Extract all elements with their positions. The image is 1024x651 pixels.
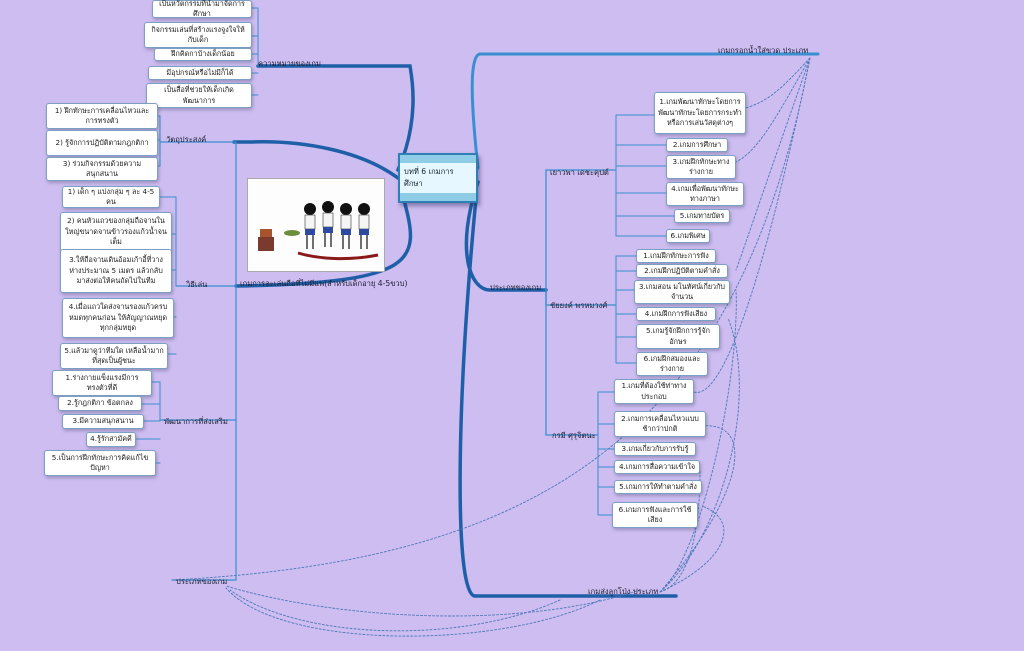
g1-item[interactable]: 6.เกมพิเศษ [666,229,710,243]
g3-item[interactable]: 1.เกมที่ต้องใช้ท่าทางประกอบ [614,379,694,404]
objective-item[interactable]: 3) ร่วมกิจกรรมด้วยความสนุกสนาน [46,157,158,181]
method-item[interactable]: 3.ให้ถือจานเดินอ้อมเก้าอี้ที่วางห่างประม… [60,249,172,293]
g2-item[interactable]: 1.เกมฝึกทักษะการฟัง [636,249,716,263]
g1-item[interactable]: 1.เกมพัฒนาทักษะโดยการพัฒนาทักษะโดยการกระ… [654,92,746,134]
g1-item[interactable]: 4.เกมเพื่อพัฒนาทักษะทางภาษา [666,182,744,206]
meaning-item[interactable]: มีอุปกรณ์หรือไม่มีก็ได้ [148,66,252,80]
g1-item[interactable]: 5.เกมทายบัตร [674,209,730,223]
branch-label-right-types[interactable]: ประเภทของเกม [490,283,542,292]
g2-item[interactable]: 6.เกมฝึกสมองและร่างกาย [636,352,708,376]
development-item[interactable]: 5.เป็นการฝึกทักษะการคิดแก้ไขปัญหา [44,450,156,476]
g2-item[interactable]: 5.เกมรู้จักฝึกการรู้จักอักษร [636,324,720,349]
branch-label-bottom-game[interactable]: เกมส่งลูกโป่ง ประเภท [588,587,659,596]
branch-label-top-game[interactable]: เกมกรอกน้ำใส่ขวด ประเภท [718,46,809,55]
g1-item[interactable]: 2.เกมการศึกษา [666,138,728,152]
g3-item[interactable]: 3.เกมเกี่ยวกับการรับรู้ [614,442,696,456]
meaning-item[interactable]: กิจกรรมเล่นที่สร้างแรงจูงใจให้กับเด็ก [144,22,252,48]
method-item[interactable]: 1) เด็ก ๆ แบ่งกลุ่ม ๆ ละ 4-5 คน [62,186,160,208]
g1-item[interactable]: 3.เกมฝึกทักษะทางร่างกาย [666,155,736,179]
g2-item[interactable]: 4.เกมฝึกการฟังเสียง [636,307,716,321]
development-item[interactable]: 1.ร่างกายแข็งแรงมีการทรงตัวที่ดี [52,370,152,396]
center-topic[interactable]: บทที่ 6 เกมการศึกษา [398,153,478,203]
illustration-kids-game [247,178,385,272]
branch-label-left-types[interactable]: ประเภทของเกม [176,577,228,586]
branch-label-game[interactable]: เกมการละเล่นถือที่ไม่มีแพ(สำหรับเด็กอายุ… [240,279,408,288]
method-item[interactable]: 4.เมื่อแถวใดส่งจานรองแก้วครบหมดทุกคนก่อน… [62,298,174,338]
author-label-g2[interactable]: ชัยยงค์ พรหมวงศ์ [550,301,608,310]
branch-label-method[interactable]: วิธีเล่น [186,280,208,289]
branch-label-development[interactable]: พัฒนาการที่ส่งเสริม [164,417,228,426]
development-item[interactable]: 4.รู้รักสามัคคี [86,432,136,447]
objective-item[interactable]: 1) ฝึกทักษะการเคลื่อนไหวและการทรงตัว [46,103,158,129]
g3-item[interactable]: 5.เกมการให้ทำตามคำสั่ง [614,480,702,494]
meaning-item[interactable]: ฝึกคิดกาบ้างเด็กน้อย [154,48,252,61]
branch-label-meaning[interactable]: ความหมายของเกม [258,59,321,68]
center-topic-title: บทที่ 6 เกมการศึกษา [400,163,476,193]
g3-item[interactable]: 2.เกมการเคลื่อนไหวแบบช้ากว่าปกติ [614,411,706,437]
g2-item[interactable]: 2.เกมฝึกปฏิบัติตามคำสั่ง [636,264,728,278]
g3-item[interactable]: 6.เกมการฟังและการใช้เสียง [612,502,698,528]
branch-label-objective[interactable]: วัตถุประสงค์ [166,135,207,144]
method-item[interactable]: 5.แล้วมาดูว่าทีมใด เหลือน้ำมากที่สุดเป็น… [60,343,168,369]
g3-item[interactable]: 4.เกมการสื่อความเข้าใจ [614,460,700,474]
author-label-g1[interactable]: เยาวพา เดชะคุปต์ [550,168,609,177]
meaning-item[interactable]: เป็นหวัตกรรมที่นำมาจัดการศึกษา [152,0,252,18]
method-item[interactable]: 2) คนหัวแถวของกลุ่มถือจานในใหญ่ขนาดจานข้… [60,212,172,252]
meaning-item[interactable]: เป็นสื่อที่ช่วยให้เด็กเกิดพัฒนาการ [146,83,252,108]
development-item[interactable]: 3.มีความสนุกสนาน [62,414,144,429]
author-label-g3[interactable]: กรมี ศุรุจิตนะ [552,431,596,440]
objective-item[interactable]: 2) รู้จักการปฏิบัติตามกฎกติกา [46,130,158,156]
g2-item[interactable]: 3.เกมสอน มโนทัศน์เกี่ยวกับจำนวน [634,280,730,304]
development-item[interactable]: 2.รู้กฎกติกา ข้อตกลง [58,396,142,411]
